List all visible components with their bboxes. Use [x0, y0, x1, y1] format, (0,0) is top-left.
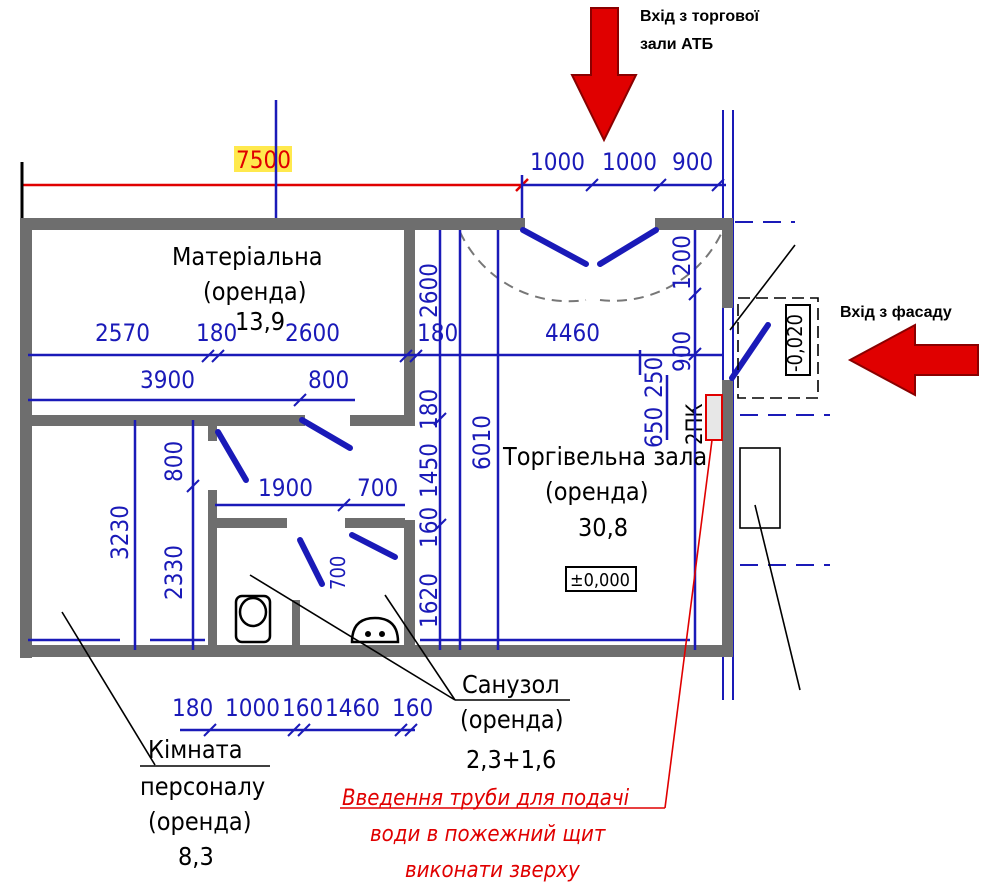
level-mark-floor-box — [565, 566, 637, 592]
walls — [20, 218, 733, 658]
room-material-area: 13,9 — [235, 307, 285, 336]
annotation-line-1: Введення труби для подачі — [342, 786, 630, 811]
dimension-verticals — [133, 230, 702, 650]
annotation-line-2: води в пожежний щит — [370, 822, 607, 847]
fire-cabinet — [705, 394, 723, 441]
room-trade-hall-area: 30,8 — [578, 513, 628, 542]
room-material-status: (оренда) — [203, 277, 306, 306]
dim-bottom-160b: 160 — [392, 694, 433, 722]
room-staff-name-1: Кімната — [148, 735, 243, 764]
room-bathroom-status: (оренда) — [460, 705, 563, 734]
dim-row1-2570: 2570 — [95, 319, 150, 347]
toilet-icon — [234, 594, 272, 644]
dim-top-1: 1000 — [530, 148, 585, 176]
top-entry-arrow — [570, 7, 638, 143]
dim-row2-3900: 3900 — [140, 366, 195, 394]
dim-vert-2600: 2600 — [415, 263, 443, 318]
dim-row2-800: 800 — [308, 366, 349, 394]
dim-vert-900: 900 — [668, 331, 696, 372]
dim-vert-250: 250 — [640, 357, 668, 398]
leader-lines — [61, 439, 713, 809]
dim-vert-1620: 1620 — [415, 573, 443, 628]
dim-row1-2600: 2600 — [285, 319, 340, 347]
dim-row3-1900: 1900 — [258, 474, 313, 502]
dim-row1-180b: 180 — [417, 319, 458, 347]
facade-zone — [729, 221, 830, 691]
dim-row3-700: 700 — [357, 474, 398, 502]
doors — [215, 227, 771, 587]
dim-door-700: 700 — [326, 556, 350, 590]
room-bathroom-area: 2,3+1,6 — [466, 745, 556, 774]
room-staff-area: 8,3 — [178, 842, 214, 871]
room-trade-hall-status: (оренда) — [545, 477, 648, 506]
dim-vert-1450: 1450 — [415, 443, 443, 498]
dim-vert-2330: 2330 — [160, 545, 188, 600]
dim-7500-label: 7500 — [236, 146, 291, 174]
dim-vert-3230: 3230 — [106, 505, 134, 560]
annotation-line-3: виконати зверху — [405, 858, 580, 883]
dim-bottom-1460: 1460 — [325, 694, 380, 722]
room-trade-hall-name: Торгівельна зала — [502, 442, 707, 471]
top-entry-label-line1: Вхід з торгової — [640, 8, 759, 25]
dim-row1-4460: 4460 — [545, 319, 600, 347]
dim-vert-800: 800 — [160, 441, 188, 482]
dim-bottom-1000: 1000 — [225, 694, 280, 722]
dimension-row-2 — [28, 393, 355, 407]
level-mark-floor: ±0,000 — [570, 570, 630, 591]
dim-vert-1200: 1200 — [668, 235, 696, 290]
room-staff-name-2: персоналу — [140, 772, 265, 801]
dimension-row-3 — [215, 498, 405, 512]
level-mark-outside-box — [785, 304, 811, 376]
dim-top-2: 1000 — [602, 148, 657, 176]
dim-vert-180: 180 — [415, 389, 443, 430]
dim-vert-160: 160 — [415, 507, 443, 548]
sink-icon — [350, 616, 400, 644]
dim-vert-650: 650 — [640, 407, 668, 448]
dim-row1-180a: 180 — [196, 319, 237, 347]
room-material-name: Матеріальна — [172, 242, 323, 271]
dimension-7500 — [20, 146, 529, 235]
dim-bottom-180a: 180 — [172, 694, 213, 722]
facade-entry-arrow — [847, 323, 979, 397]
room-bathroom-name: Санузол — [462, 670, 560, 699]
facade-entry-label: Вхід з фасаду — [840, 304, 952, 321]
dim-top-3: 900 — [672, 148, 713, 176]
dim-vert-6010: 6010 — [468, 415, 496, 470]
room-staff-status: (оренда) — [148, 807, 251, 836]
dim-bottom-160a: 160 — [282, 694, 323, 722]
dimension-row-1 — [28, 349, 722, 363]
top-entry-label-line2: зали АТБ — [640, 36, 713, 53]
dimension-bottom — [180, 723, 418, 737]
